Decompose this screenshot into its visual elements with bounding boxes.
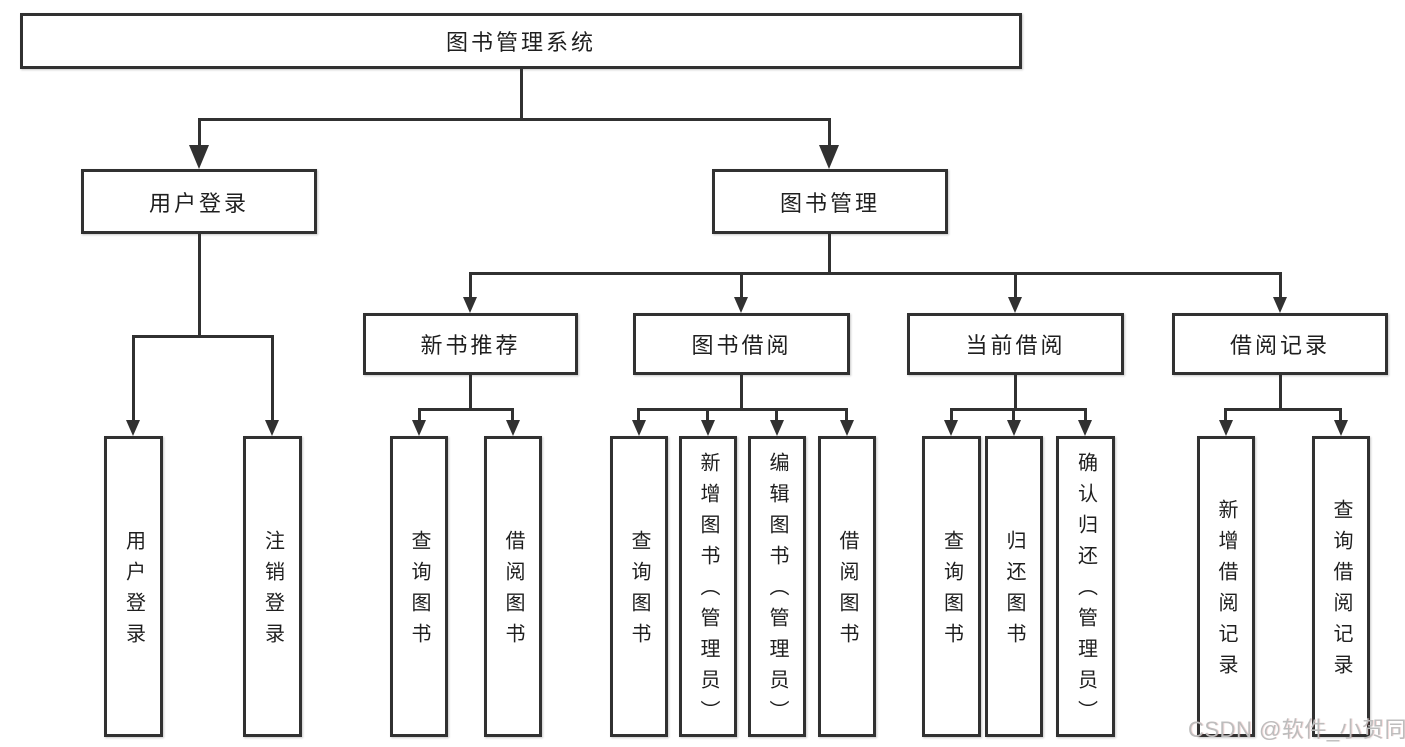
node-label: 图书借阅	[691, 333, 792, 358]
leaf-rec-borrow-book: 借阅图书	[484, 436, 542, 737]
arrowhead-leaf-icon	[944, 420, 958, 436]
connector-br-down	[1279, 375, 1282, 410]
leaf-label: 查询图书	[628, 529, 650, 654]
node-label: 用户登录	[148, 190, 249, 216]
node-label: 新书推荐	[420, 333, 521, 358]
arrowhead-section-icon	[1008, 297, 1022, 313]
arrowhead-leaf-icon	[1334, 420, 1348, 436]
connector-leaf-stem	[1224, 408, 1227, 424]
leaf-label: 借阅图书	[836, 529, 858, 654]
leaf-label: 编辑图书（管理员）	[766, 452, 788, 731]
connector-section-stem	[1014, 272, 1017, 299]
connector-userlogin-stem	[198, 118, 201, 148]
connector-cb-down	[1014, 375, 1017, 410]
node-borrowing-records: 借阅记录	[1172, 313, 1388, 375]
arrowhead-bookmgmt-icon	[819, 145, 839, 169]
connector-leaf-stem	[511, 408, 514, 424]
leaf-br-query-record: 查询借阅记录	[1312, 436, 1370, 737]
arrowhead-leaf-icon	[412, 420, 426, 436]
arrowhead-leaf-icon	[1007, 420, 1021, 436]
connector-leaf-stem	[637, 408, 640, 424]
arrowhead-userlogin-icon	[189, 145, 209, 169]
leaf-label: 用户登录	[122, 529, 145, 654]
connector-level1-bar	[198, 118, 830, 121]
node-label: 借阅记录	[1229, 333, 1330, 358]
connector-leaf-stem	[1012, 408, 1015, 424]
arrowhead-leaf-icon	[632, 420, 646, 436]
leaf-label: 新增图书（管理员）	[697, 452, 719, 731]
arrowhead-leaf-icon	[126, 420, 140, 436]
leaf-rec-query-book: 查询图书	[390, 436, 448, 737]
arrowhead-leaf-icon	[1078, 420, 1092, 436]
connector-bookmgmt-stem	[828, 118, 831, 148]
leaf-bb-add-book: 新增图书（管理员）	[679, 436, 737, 737]
arrowhead-section-icon	[734, 297, 748, 313]
connector-leaf-stem	[950, 408, 953, 424]
connector-section-stem	[1279, 272, 1282, 299]
node-new-book-recommend: 新书推荐	[363, 313, 578, 375]
connector-userlogin-bar	[132, 335, 274, 338]
leaf-label: 注销登录	[261, 529, 284, 654]
connector-cb-bar	[951, 408, 1086, 411]
connector-level2-bar	[469, 272, 1282, 275]
connector-bb-bar	[639, 408, 847, 411]
connector-leaf-stem	[845, 408, 848, 424]
arrowhead-section-icon	[463, 297, 477, 313]
connector-rec-bar	[419, 408, 514, 411]
leaf-bb-query-book: 查询图书	[610, 436, 668, 737]
connector-leaf-stem	[132, 335, 135, 422]
connector-rec-down	[469, 375, 472, 410]
node-user-login: 用户登录	[81, 169, 317, 234]
connector-leaf-stem	[1084, 408, 1087, 424]
node-book-borrowing: 图书借阅	[633, 313, 850, 375]
leaf-label: 借阅图书	[502, 529, 524, 654]
leaf-label: 确认归还（管理员）	[1074, 452, 1097, 731]
arrowhead-leaf-icon	[506, 420, 520, 436]
leaf-cb-return-book: 归还图书	[985, 436, 1043, 737]
connector-leaf-stem	[418, 408, 421, 424]
arrowhead-leaf-icon	[265, 420, 279, 436]
leaf-label: 新增借阅记录	[1215, 498, 1237, 685]
leaf-bb-edit-book: 编辑图书（管理员）	[748, 436, 806, 737]
leaf-bb-borrow-book: 借阅图书	[818, 436, 876, 737]
connector-bb-down	[740, 375, 743, 410]
csdn-watermark: CSDN @软件_小贺同学	[1188, 717, 1405, 742]
node-label: 图书管理系统	[445, 30, 596, 55]
connector-userlogin-down	[198, 234, 201, 337]
node-book-management: 图书管理	[712, 169, 948, 234]
leaf-cb-query-book: 查询图书	[922, 436, 981, 737]
node-library-system: 图书管理系统	[20, 13, 1022, 69]
node-label: 图书管理	[779, 190, 880, 216]
leaf-user-login: 用户登录	[104, 436, 163, 737]
connector-leaf-stem	[271, 335, 274, 422]
arrowhead-leaf-icon	[1219, 420, 1233, 436]
arrowhead-leaf-icon	[701, 420, 715, 436]
leaf-label: 查询借阅记录	[1330, 498, 1352, 685]
arrowhead-leaf-icon	[770, 420, 784, 436]
leaf-label: 查询图书	[940, 529, 963, 654]
connector-section-stem	[740, 272, 743, 299]
leaf-label: 归还图书	[1003, 529, 1025, 654]
leaf-logout: 注销登录	[243, 436, 302, 737]
leaf-label: 查询图书	[408, 529, 430, 654]
arrowhead-section-icon	[1273, 297, 1287, 313]
connector-bookmgmt-down	[828, 234, 831, 275]
leaf-br-add-record: 新增借阅记录	[1197, 436, 1255, 737]
connector-leaf-stem	[1339, 408, 1342, 424]
connector-leaf-stem	[775, 408, 778, 424]
arrowhead-leaf-icon	[840, 420, 854, 436]
connector-section-stem	[469, 272, 472, 299]
leaf-cb-confirm-return: 确认归还（管理员）	[1056, 436, 1115, 737]
connector-br-bar	[1226, 408, 1341, 411]
node-label: 当前借阅	[965, 333, 1066, 358]
connector-root-stem	[520, 69, 523, 119]
connector-leaf-stem	[706, 408, 709, 424]
node-current-borrowing: 当前借阅	[907, 313, 1124, 375]
